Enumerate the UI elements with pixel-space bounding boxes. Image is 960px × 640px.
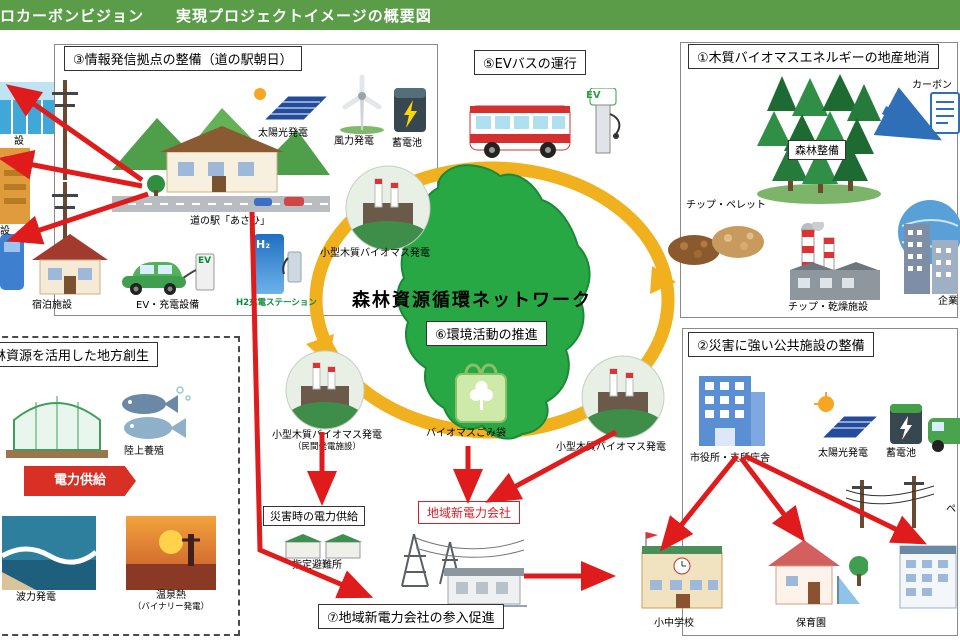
city-hall-icon [693, 366, 769, 456]
right-cut-label: ペ [946, 504, 956, 515]
school-icon [638, 530, 726, 622]
section7-title: ⑦地域新電力会社の参入促進 [318, 604, 504, 629]
ev-charge-post-icon [576, 87, 624, 164]
lodging-label: 宿泊施設 [32, 300, 72, 311]
battery-icon-2 [886, 398, 926, 452]
ev-van-icon [926, 406, 960, 460]
ev-bus-icon [466, 92, 574, 166]
section4-title: 林資源を活用した地方創生 [0, 342, 159, 367]
section6-title: ⑥環境活動の推進 [426, 321, 547, 346]
school-label: 小中学校 [654, 618, 694, 629]
section1-frame [680, 42, 958, 318]
section2-title: ②災害に強い公共施設の整備 [688, 332, 874, 357]
forest-icon [752, 66, 887, 210]
left-cut-label-1: 設 [14, 136, 24, 147]
ev-charging-label: EV・充電設備 [136, 300, 200, 311]
fish-farming-label: 陸上養殖 [124, 446, 164, 457]
onsen-line1: 温泉熱 [156, 590, 186, 601]
carbon-cut-label: カーボン [912, 80, 952, 91]
solar-label: 太陽光発電 [258, 128, 308, 139]
wood-chips-icon [666, 212, 766, 274]
onsen-heat-label: 温泉熱 （バイナリー発電） [128, 590, 214, 612]
wave-power-label: 波力発電 [16, 592, 56, 603]
company-buildings-icon [896, 190, 960, 306]
header-bar: ロカーボンビジョン 実現プロジェクトイメージの概要図 [0, 0, 960, 30]
biomass-plant-photo-c [581, 355, 665, 443]
power-poles-icon [844, 474, 936, 536]
new-power-company-label: 地域新電力会社 [418, 501, 521, 524]
power-supply-banner: 電力供給 [24, 466, 136, 496]
michinoeki-label: 道の駅「あさひ」 [190, 216, 270, 227]
carbon-document-icon [930, 92, 960, 148]
battery-label: 蓄電池 [392, 138, 422, 149]
biomass-plant-photo-a [345, 165, 431, 255]
biomass-c-label: 小型木質バイオマス発電 [556, 442, 666, 453]
solar-label-2: 太陽光発電 [818, 448, 868, 459]
onsen-heat-photo [126, 516, 216, 594]
ev-car-charging-icon [118, 248, 223, 304]
section4-frame [0, 336, 240, 636]
power-plant-icon [392, 528, 527, 614]
biomass-garbage-bag-icon [450, 358, 512, 430]
network-title: 森林資源循環ネットワーク [352, 290, 592, 311]
company-cut-label: 企業 [938, 296, 958, 307]
orange-building-photo [0, 148, 30, 228]
nursery-icon [760, 532, 869, 620]
garbage-bag-label: バイオマスごみ袋 [426, 428, 506, 439]
h2-sign: H₂ [256, 238, 271, 251]
biomass-a-label: 小型木質バイオマス発電 [320, 248, 430, 259]
chip-factory-icon [782, 219, 887, 308]
shelter-icon [282, 530, 364, 564]
biomass-b-line2: （民間発電施設） [292, 442, 361, 452]
left-cut-label-2: 設 [0, 226, 10, 237]
wave-power-photo [0, 516, 98, 594]
solar-panel-icon-2 [814, 392, 884, 450]
page-title: ロカーボンビジョン 実現プロジェクトイメージの概要図 [0, 7, 432, 25]
battery-label-2: 蓄電池 [886, 448, 916, 459]
forest-maintenance-label: 森林整備 [788, 140, 846, 160]
section3-title: ③情報発信拠点の整備（道の駅朝日） [64, 46, 302, 71]
section5-title: ⑤EVバスの運行 [474, 50, 586, 75]
utility-pole-icon [52, 80, 78, 184]
city-hall-label: 市役所・支所庁舎 [690, 453, 770, 464]
onsen-line2: （バイナリー発電） [132, 602, 210, 612]
h2-station-label: H2充電ステーション [236, 298, 317, 308]
public-building-icon [896, 538, 960, 618]
section1-title: ①木質バイオマスエネルギーの地産地消 [688, 44, 939, 69]
biomass-b-label: 小型木質バイオマス発電 （民間発電施設） [262, 430, 392, 452]
ev-sign: EV [198, 256, 212, 266]
pool-facility-photo [0, 82, 54, 138]
wind-label: 風力発電 [334, 136, 374, 147]
solar-panel-icon [250, 84, 334, 130]
nursery-label: 保育園 [796, 618, 826, 629]
ev-bus-sign: EV [586, 90, 601, 101]
chips-pellet-label: チップ・ペレット [686, 200, 766, 211]
shelter-label: 指定避難所 [292, 560, 342, 571]
lodging-house-icon [26, 228, 114, 302]
blue-facility-photo [0, 234, 24, 294]
biomass-b-line1: 小型木質バイオマス発電 [272, 430, 382, 441]
battery-icon [392, 84, 428, 140]
biomass-plant-photo-b [285, 350, 365, 434]
greenhouse-icon [6, 380, 108, 464]
chip-factory-label: チップ・乾燥施設 [788, 302, 868, 313]
disaster-supply-label: 災害時の電力供給 [263, 506, 365, 526]
wind-turbine-icon [336, 74, 388, 138]
fish-farming-icon [110, 382, 194, 450]
